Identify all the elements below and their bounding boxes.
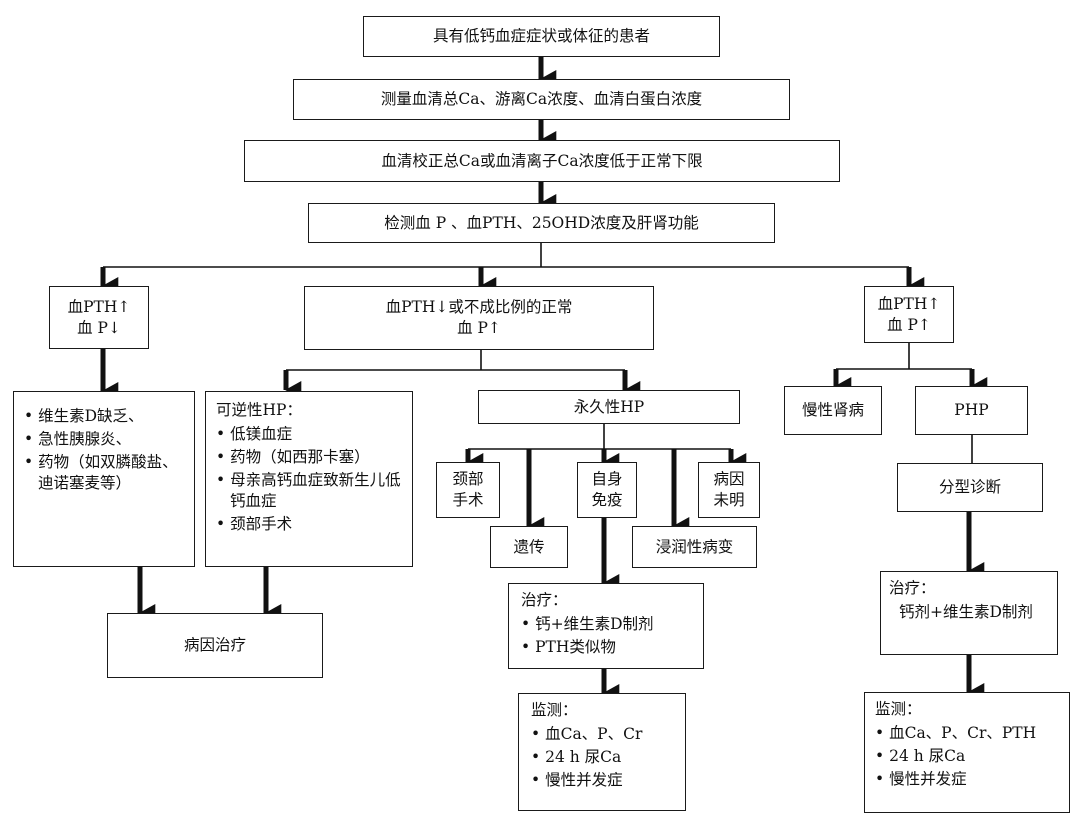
permanent-hp-box: 永久性HP: [478, 390, 740, 424]
infiltrative-text: 浸润性病变: [655, 537, 734, 556]
reversible-hp-box: 可逆性HP： 低镁血症 药物（如西那卡塞） 母亲高钙血症致新生儿低钙血症 颈部手…: [205, 391, 413, 567]
genetic-text: 遗传: [513, 537, 545, 556]
infiltrative-box: 浸润性病变: [632, 526, 757, 568]
branch-left-line2: 血 P↓: [77, 318, 121, 337]
branch-right-line1: 血PTH↑: [877, 294, 941, 313]
left-causes-box: 维生素D缺乏、 急性胰腺炎、 药物（如双膦酸盐、迪诺塞麦等）: [13, 391, 195, 567]
reversible-hp-title: 可逆性HP：: [216, 401, 302, 419]
autoimmune-line1: 自身: [591, 470, 623, 489]
treatment-mid-title: 治疗：: [521, 591, 568, 609]
php-text: PHP: [954, 401, 989, 420]
ckd-text: 慢性肾病: [801, 401, 864, 420]
subtype-diagnosis-text: 分型诊断: [938, 478, 1001, 497]
low-calcium-box: 血清校正总Ca或血清离子Ca浓度低于正常下限: [244, 140, 840, 182]
monitoring-mid-item: 慢性并发症: [531, 770, 673, 791]
branch-left-line1: 血PTH↑: [67, 297, 131, 316]
unknown-cause-box: 病因 未明: [698, 462, 760, 518]
unknown-cause-line2: 未明: [713, 491, 745, 509]
monitoring-right-item: 血Ca、P、Cr、PTH: [875, 723, 1059, 744]
left-cause-item: 药物（如双膦酸盐、迪诺塞麦等）: [24, 452, 184, 494]
php-box: PHP: [915, 386, 1028, 435]
lab-tests-text: 检测血 P 、血PTH、25OHD浓度及肝肾功能: [384, 213, 699, 232]
branch-left-box: 血PTH↑ 血 P↓: [49, 286, 149, 349]
etiology-treatment-box: 病因治疗: [107, 613, 323, 678]
treatment-mid-box: 治疗： 钙+维生素D制剂 PTH类似物: [508, 583, 704, 669]
branch-right-line2: 血 P↑: [887, 315, 931, 334]
monitoring-right-title: 监测：: [875, 700, 922, 718]
reversible-hp-item: 低镁血症: [216, 424, 402, 445]
neck-surgery-line1: 颈部: [452, 470, 484, 489]
neck-surgery-box: 颈部 手术: [436, 462, 500, 518]
left-cause-item: 急性胰腺炎、: [24, 429, 184, 450]
patient-presentation-box: 具有低钙血症症状或体征的患者: [363, 16, 720, 57]
etiology-treatment-text: 病因治疗: [183, 636, 246, 655]
neck-surgery-line2: 手术: [452, 491, 484, 509]
reversible-hp-item: 颈部手术: [216, 514, 402, 535]
serum-measurement-box: 测量血清总Ca、游离Ca浓度、血清白蛋白浓度: [293, 79, 790, 120]
monitoring-mid-box: 监测： 血Ca、P、Cr 24 h 尿Ca 慢性并发症: [518, 693, 686, 811]
reversible-hp-item: 母亲高钙血症致新生儿低钙血症: [216, 470, 402, 512]
genetic-box: 遗传: [490, 526, 568, 568]
lab-tests-box: 检测血 P 、血PTH、25OHD浓度及肝肾功能: [308, 203, 775, 243]
left-cause-item: 维生素D缺乏、: [24, 406, 184, 427]
unknown-cause-line1: 病因: [713, 470, 745, 489]
reversible-hp-item: 药物（如西那卡塞）: [216, 447, 402, 468]
patient-presentation-text: 具有低钙血症症状或体征的患者: [432, 27, 650, 46]
treatment-right-title: 治疗：: [889, 579, 936, 597]
subtype-diagnosis-box: 分型诊断: [897, 463, 1043, 512]
treatment-right-line: 钙剂+维生素D制剂: [899, 602, 1033, 621]
branch-right-box: 血PTH↑ 血 P↑: [864, 286, 954, 343]
monitoring-right-box: 监测： 血Ca、P、Cr、PTH 24 h 尿Ca 慢性并发症: [864, 692, 1070, 813]
ckd-box: 慢性肾病: [784, 386, 882, 435]
branch-middle-box: 血PTH↓或不成比例的正常 血 P↑: [304, 286, 654, 350]
treatment-mid-item: PTH类似物: [521, 637, 691, 658]
monitoring-mid-item: 24 h 尿Ca: [531, 747, 673, 768]
autoimmune-line2: 免疫: [591, 491, 623, 509]
branch-middle-line2: 血 P↑: [457, 319, 501, 337]
branch-middle-line1: 血PTH↓或不成比例的正常: [385, 298, 573, 317]
serum-measurement-text: 测量血清总Ca、游离Ca浓度、血清白蛋白浓度: [380, 90, 703, 109]
low-calcium-text: 血清校正总Ca或血清离子Ca浓度低于正常下限: [381, 151, 703, 170]
treatment-mid-item: 钙+维生素D制剂: [521, 614, 691, 635]
monitoring-mid-title: 监测：: [531, 701, 578, 719]
monitoring-right-item: 24 h 尿Ca: [875, 746, 1059, 767]
treatment-right-box: 治疗： 钙剂+维生素D制剂: [880, 571, 1058, 655]
monitoring-mid-item: 血Ca、P、Cr: [531, 724, 673, 745]
autoimmune-box: 自身 免疫: [577, 462, 637, 518]
monitoring-right-item: 慢性并发症: [875, 769, 1059, 790]
permanent-hp-text: 永久性HP: [573, 397, 645, 416]
